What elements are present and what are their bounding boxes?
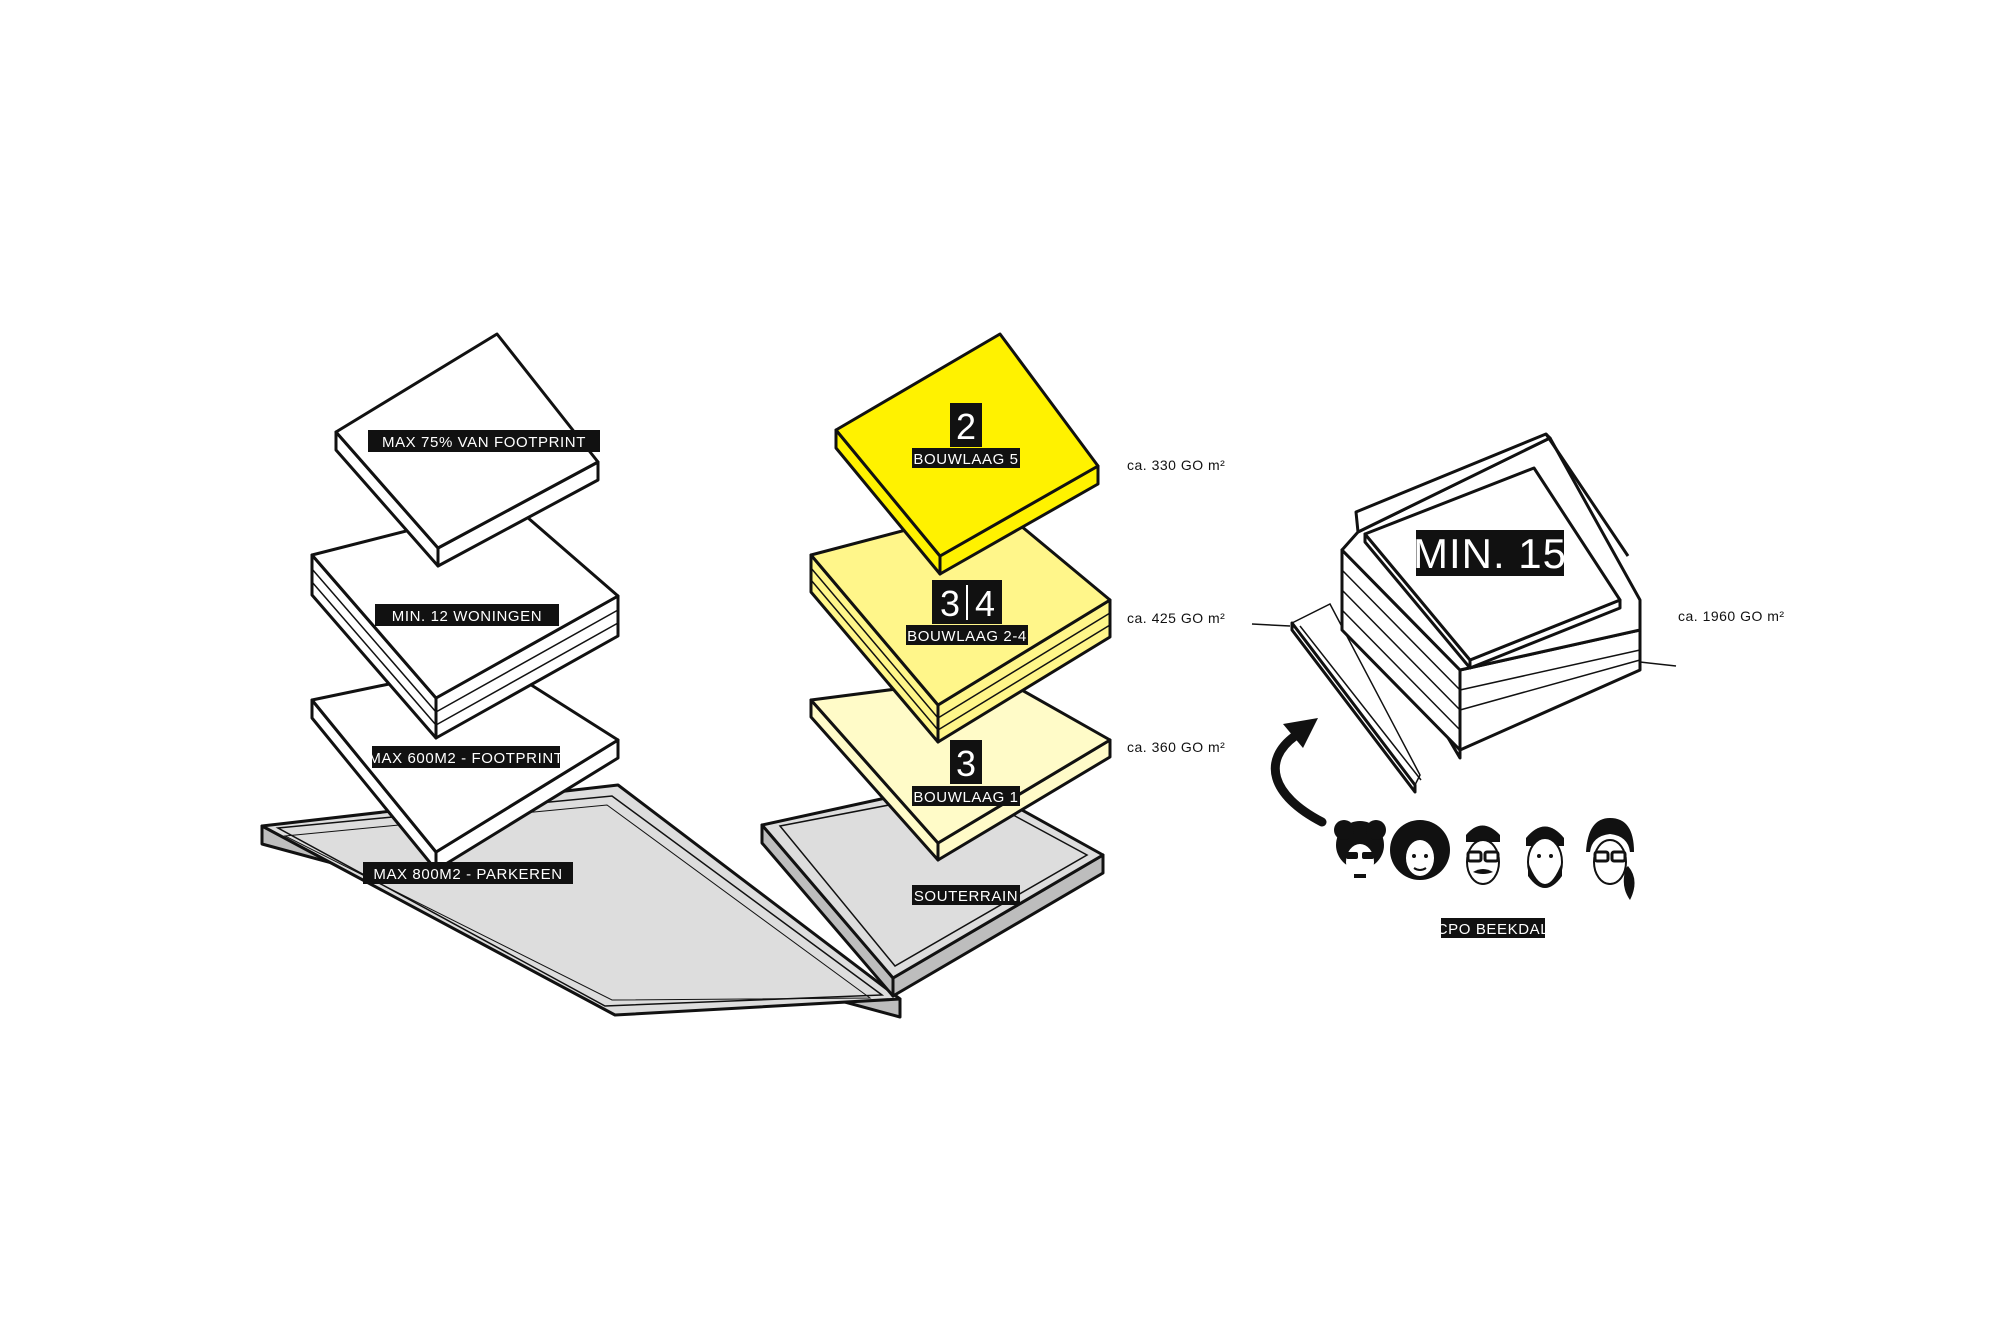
middle-low-label: BOUWLAAG 1 (913, 789, 1018, 806)
middle-mid-number-a: 3 (940, 583, 960, 624)
left-second-slab (310, 502, 620, 740)
glasses-mustache-face-icon (1466, 825, 1500, 885)
middle-stack: 2 BOUWLAAG 5 3 4 BOUWLAAG 2-4 3 BOUWLAAG… (760, 332, 1225, 998)
right-building: MIN. 15 ca. 1960 GO m² (1251, 432, 1785, 938)
middle-low-area: ca. 360 GO m² (1127, 739, 1225, 755)
building-count-label: MIN. 15 (1413, 530, 1567, 577)
building-top (1363, 466, 1622, 670)
curly-hair-sunglasses-face-icon (1334, 820, 1386, 880)
middle-base-slab (760, 778, 1105, 998)
left-stack: MAX 75% VAN FOOTPRINT MIN. 12 WONINGEN M… (260, 332, 902, 1019)
middle-mid-label: BOUWLAAG 2-4 (907, 628, 1027, 645)
middle-top-label: BOUWLAAG 5 (913, 451, 1018, 468)
building-area: ca. 1960 GO m² (1678, 608, 1785, 624)
site-plate (1251, 603, 1677, 794)
left-third-label: MAX 600M2 - FOOTPRINT (368, 750, 563, 767)
bearded-face-icon (1526, 826, 1564, 888)
group-label: CPO BEEKDAL (1437, 921, 1549, 938)
middle-mid-number-b: 4 (975, 583, 995, 624)
middle-base-label: SOUTERRAIN (914, 888, 1018, 905)
afro-face-icon (1390, 820, 1450, 880)
ponytail-glasses-face-icon (1586, 818, 1635, 900)
middle-low-number: 3 (956, 743, 976, 784)
curved-arrow-icon (1270, 718, 1327, 827)
left-base-label: MAX 800M2 - PARKEREN (373, 866, 562, 883)
left-second-label: MIN. 12 WONINGEN (392, 608, 542, 625)
middle-top-number: 2 (956, 406, 976, 447)
left-top-label: MAX 75% VAN FOOTPRINT (382, 434, 586, 451)
middle-mid-area: ca. 425 GO m² (1127, 610, 1225, 626)
middle-top-area: ca. 330 GO m² (1127, 457, 1225, 473)
